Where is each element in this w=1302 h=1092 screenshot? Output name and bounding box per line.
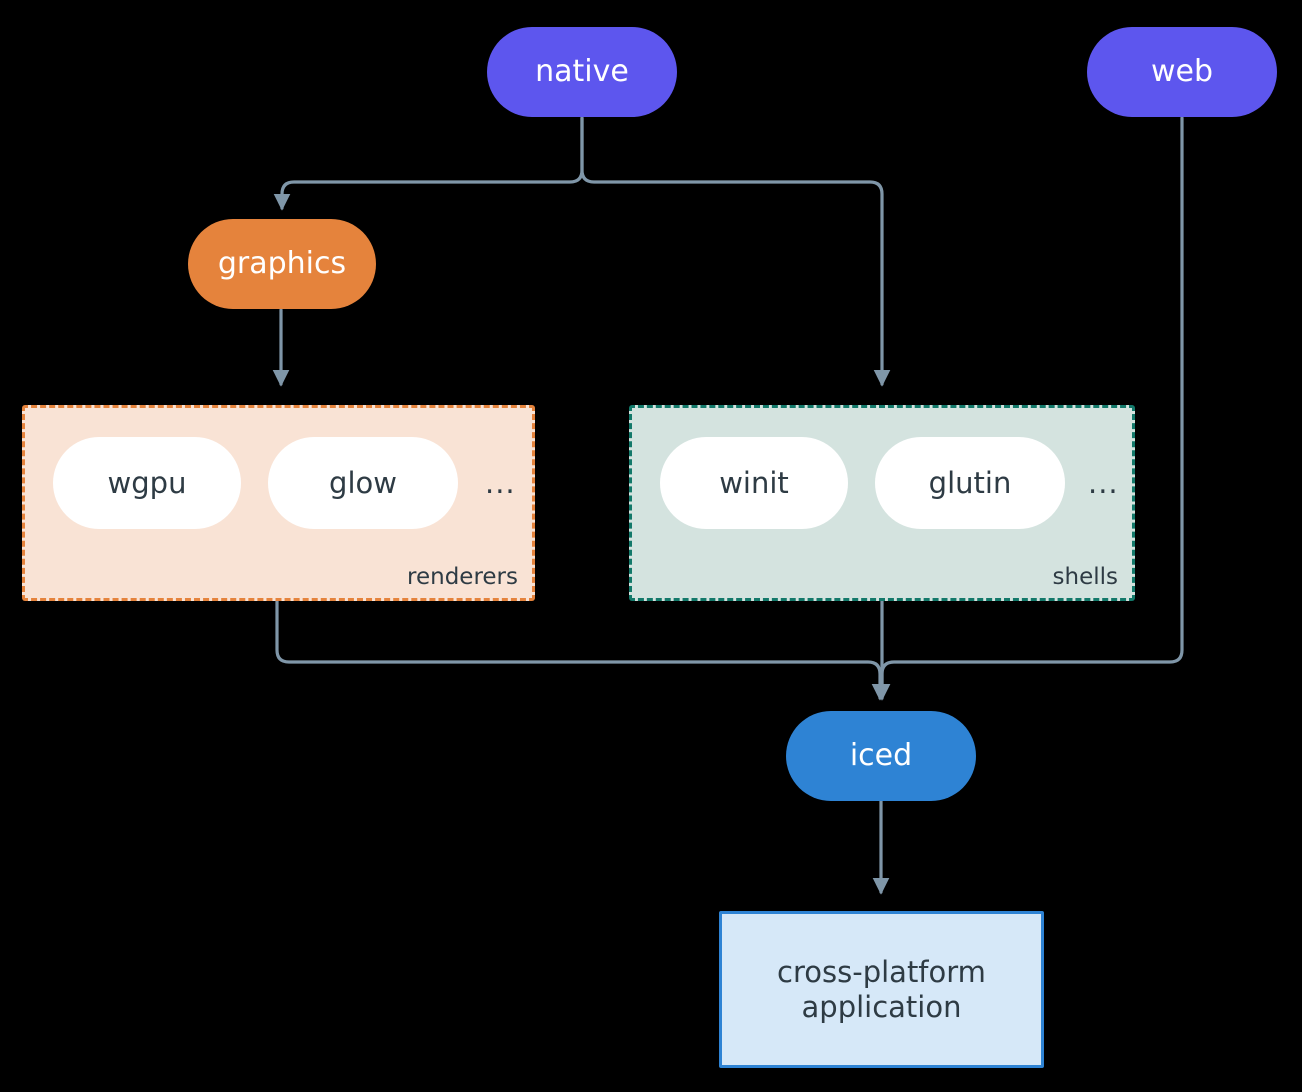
group-renderers: wgpu glow ... renderers — [22, 405, 535, 601]
node-graphics[interactable]: graphics — [188, 219, 376, 309]
shells-ellipsis: ... — [1088, 466, 1119, 500]
node-winit[interactable]: winit — [660, 437, 848, 529]
group-shells-label: shells — [1052, 564, 1118, 590]
group-renderers-label: renderers — [407, 564, 518, 590]
node-native[interactable]: native — [487, 27, 677, 117]
application-label-line2: application — [801, 989, 962, 1024]
application-label-line1: cross-platform — [777, 954, 986, 989]
node-glow[interactable]: glow — [268, 437, 458, 529]
node-cross-platform-application[interactable]: cross-platform application — [719, 911, 1044, 1068]
edge-native-to-graphics — [273, 116, 584, 211]
node-glutin[interactable]: glutin — [875, 437, 1065, 529]
node-wgpu[interactable]: wgpu — [53, 437, 241, 529]
edge-renderers-to-iced — [275, 599, 889, 701]
node-iced[interactable]: iced — [786, 711, 976, 801]
edge-native-to-shells — [580, 116, 891, 387]
node-web[interactable]: web — [1087, 27, 1277, 117]
group-shells: winit glutin ... shells — [629, 405, 1135, 601]
renderers-ellipsis: ... — [485, 466, 516, 500]
